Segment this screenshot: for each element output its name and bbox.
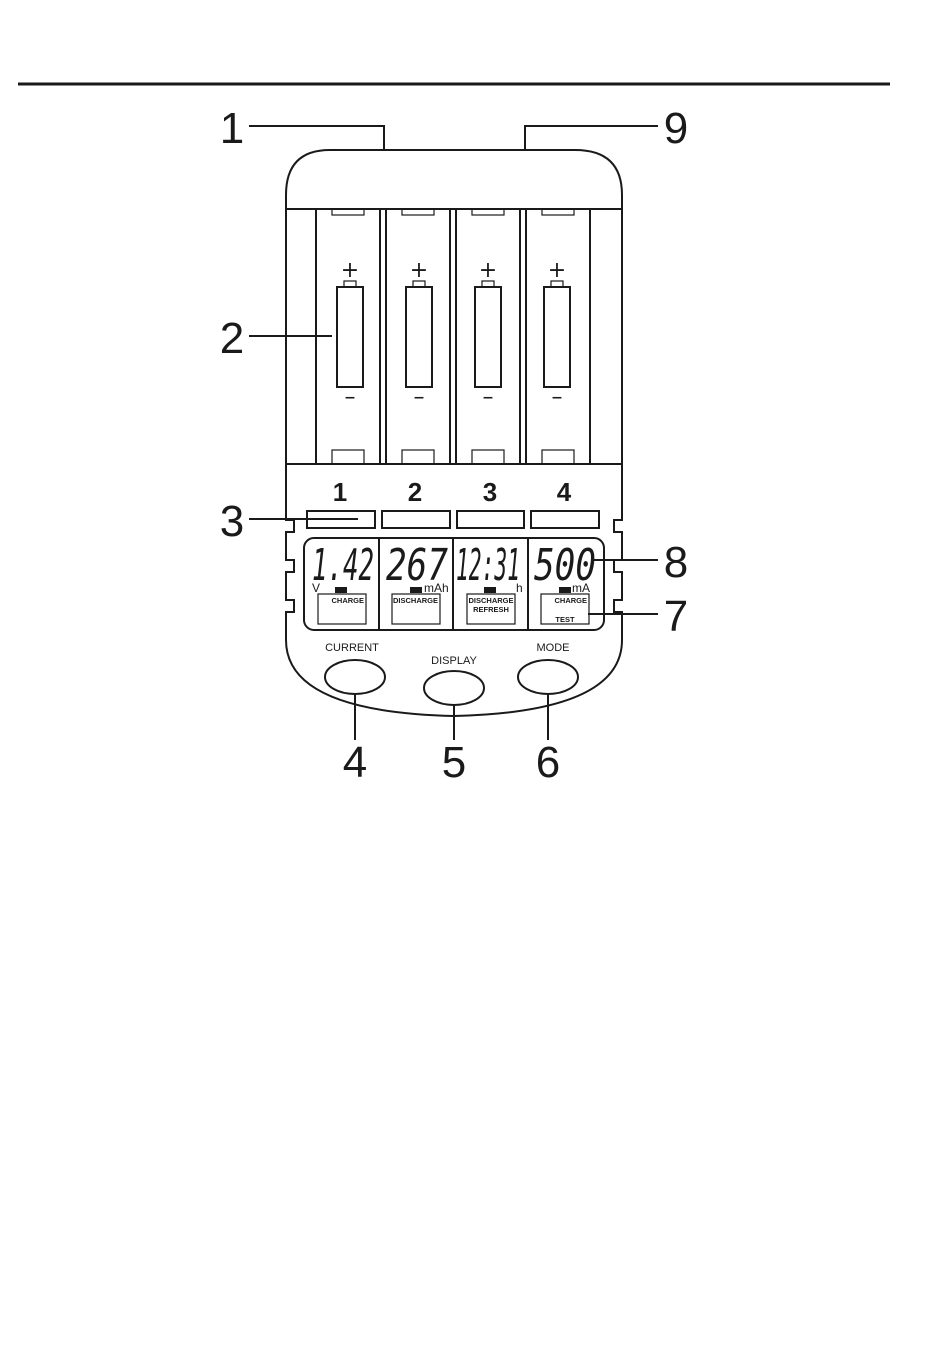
mode-button[interactable]	[518, 660, 578, 694]
plus-sign: +	[341, 258, 359, 283]
plus-sign: +	[410, 258, 428, 283]
minus-sign: –	[552, 385, 563, 410]
indicator-led-2	[382, 511, 450, 528]
battery-cells: + + + + – – – –	[337, 258, 570, 410]
unit-label-slot-3: h	[516, 581, 523, 595]
display-button[interactable]	[424, 671, 484, 705]
status-text-slot-3: DISCHARGE	[468, 596, 513, 605]
indicator-led-3	[457, 511, 524, 528]
slot-number-2: 2	[408, 477, 422, 507]
lcd-reading-slot-3: 12:31	[456, 540, 520, 591]
slot-number-1: 1	[333, 477, 347, 507]
minus-sign: –	[345, 385, 356, 410]
callout-8: 8	[664, 538, 688, 587]
callout-4: 4	[343, 738, 367, 787]
callout-1: 1	[220, 104, 244, 153]
charger-body	[286, 150, 622, 716]
unit-label-slot-4: mA	[572, 581, 590, 595]
leader-lines	[249, 126, 658, 740]
battery-icon	[544, 281, 570, 387]
plus-sign: +	[548, 258, 566, 283]
mode-button-label: MODE	[537, 642, 570, 654]
battery-icon	[406, 281, 432, 387]
bay-2	[386, 209, 450, 464]
battery-icon	[337, 281, 363, 387]
status-subtext-slot-3: REFRESH	[473, 605, 509, 614]
status-marker	[559, 587, 571, 593]
minus-sign: –	[483, 385, 494, 410]
status-subtext-slot-4: TEST	[555, 615, 575, 624]
callout-9: 9	[664, 104, 688, 153]
bay-4	[526, 209, 590, 464]
slot-number-4: 4	[557, 477, 572, 507]
status-text-slot-2: DISCHARGE	[393, 596, 438, 605]
callout-5: 5	[442, 738, 466, 787]
battery-icon	[475, 281, 501, 387]
status-text-slot-1: CHARGE	[331, 596, 364, 605]
callout-7: 7	[664, 592, 688, 641]
current-button-label: CURRENT	[325, 642, 379, 654]
status-marker	[335, 587, 347, 593]
plus-sign: +	[479, 258, 497, 283]
callout-3: 3	[220, 497, 244, 546]
unit-label-slot-1: V	[312, 581, 320, 595]
lcd-reading-slot-1: 1.42	[312, 540, 374, 591]
status-marker	[410, 587, 422, 593]
current-button[interactable]	[325, 660, 385, 694]
unit-label-slot-2: mAh	[424, 581, 449, 595]
status-text-slot-4: CHARGE	[554, 596, 587, 605]
slot-number-3: 3	[483, 477, 497, 507]
callout-6: 6	[536, 738, 560, 787]
battery-bays	[316, 209, 590, 464]
minus-sign: –	[414, 385, 425, 410]
lcd-display: 1.42 267 12:31 500 V mAh h mA CHARGE DIS…	[304, 538, 604, 630]
bay-3	[456, 209, 520, 464]
display-button-label: DISPLAY	[431, 655, 477, 667]
status-marker	[484, 587, 496, 593]
indicator-led-4	[531, 511, 599, 528]
callout-2: 2	[220, 314, 244, 363]
